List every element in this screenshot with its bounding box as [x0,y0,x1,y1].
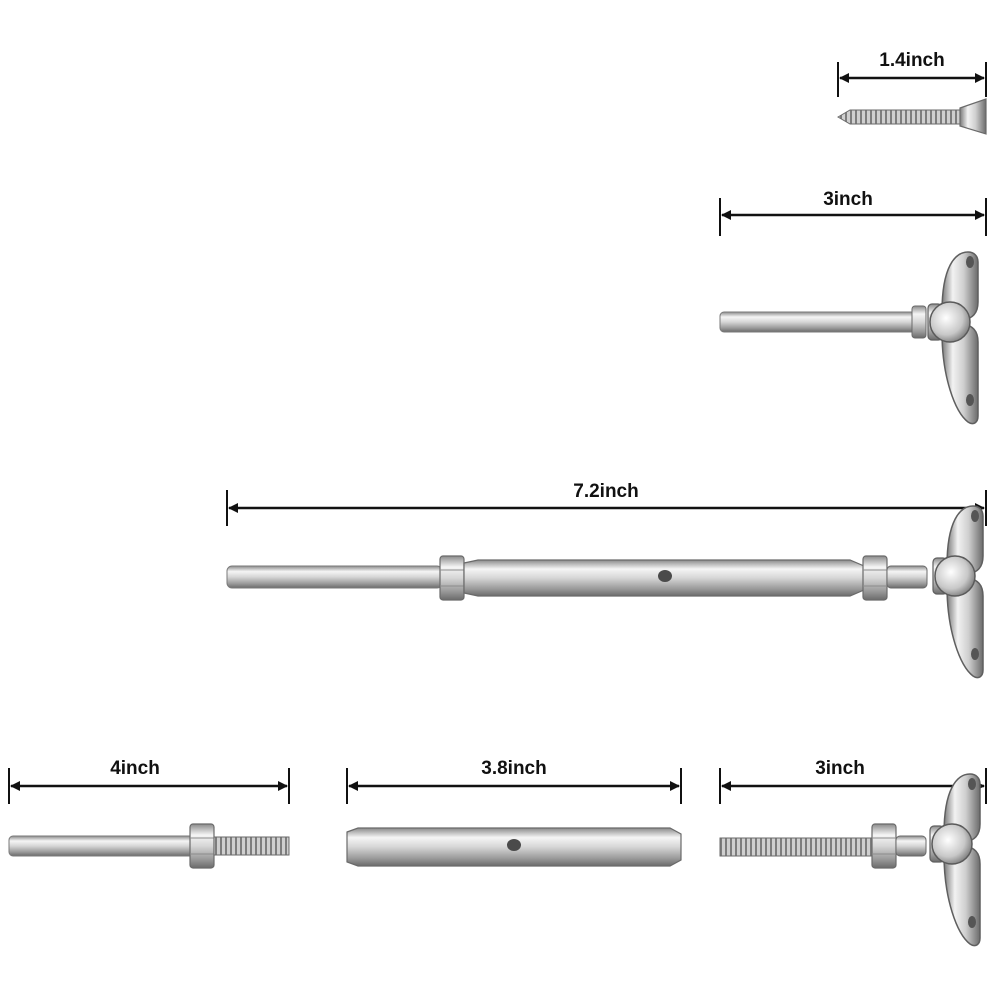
threaded-deck-toggle-dimension: 3inch [719,758,987,804]
turnbuckle-body-length-label: 3.8inch [481,758,546,779]
turnbuckle-body-dimension: 3.8inch [346,758,682,804]
turnbuckle-assembly-dimension: 7.2inch [226,481,987,526]
turnbuckle-assembly-length-label: 7.2inch [573,481,638,502]
wood-screw [837,98,987,135]
deck-toggle-dimension: 3inch [719,189,987,236]
turnbuckle-body [346,827,682,867]
deck-toggle-length-label: 3inch [823,189,873,210]
screw-length-label: 1.4inch [879,50,944,71]
swage-stud-dimension: 4inch [8,758,290,804]
swage-stud-length-label: 4inch [110,758,160,779]
swage-deck-toggle [719,251,979,425]
threaded-deck-toggle [719,773,981,947]
assembled-turnbuckle [226,505,984,679]
threaded-deck-toggle-length-label: 3inch [815,758,865,779]
screw-dimension: 1.4inch [837,50,987,97]
threaded-swage-stud [8,823,290,869]
